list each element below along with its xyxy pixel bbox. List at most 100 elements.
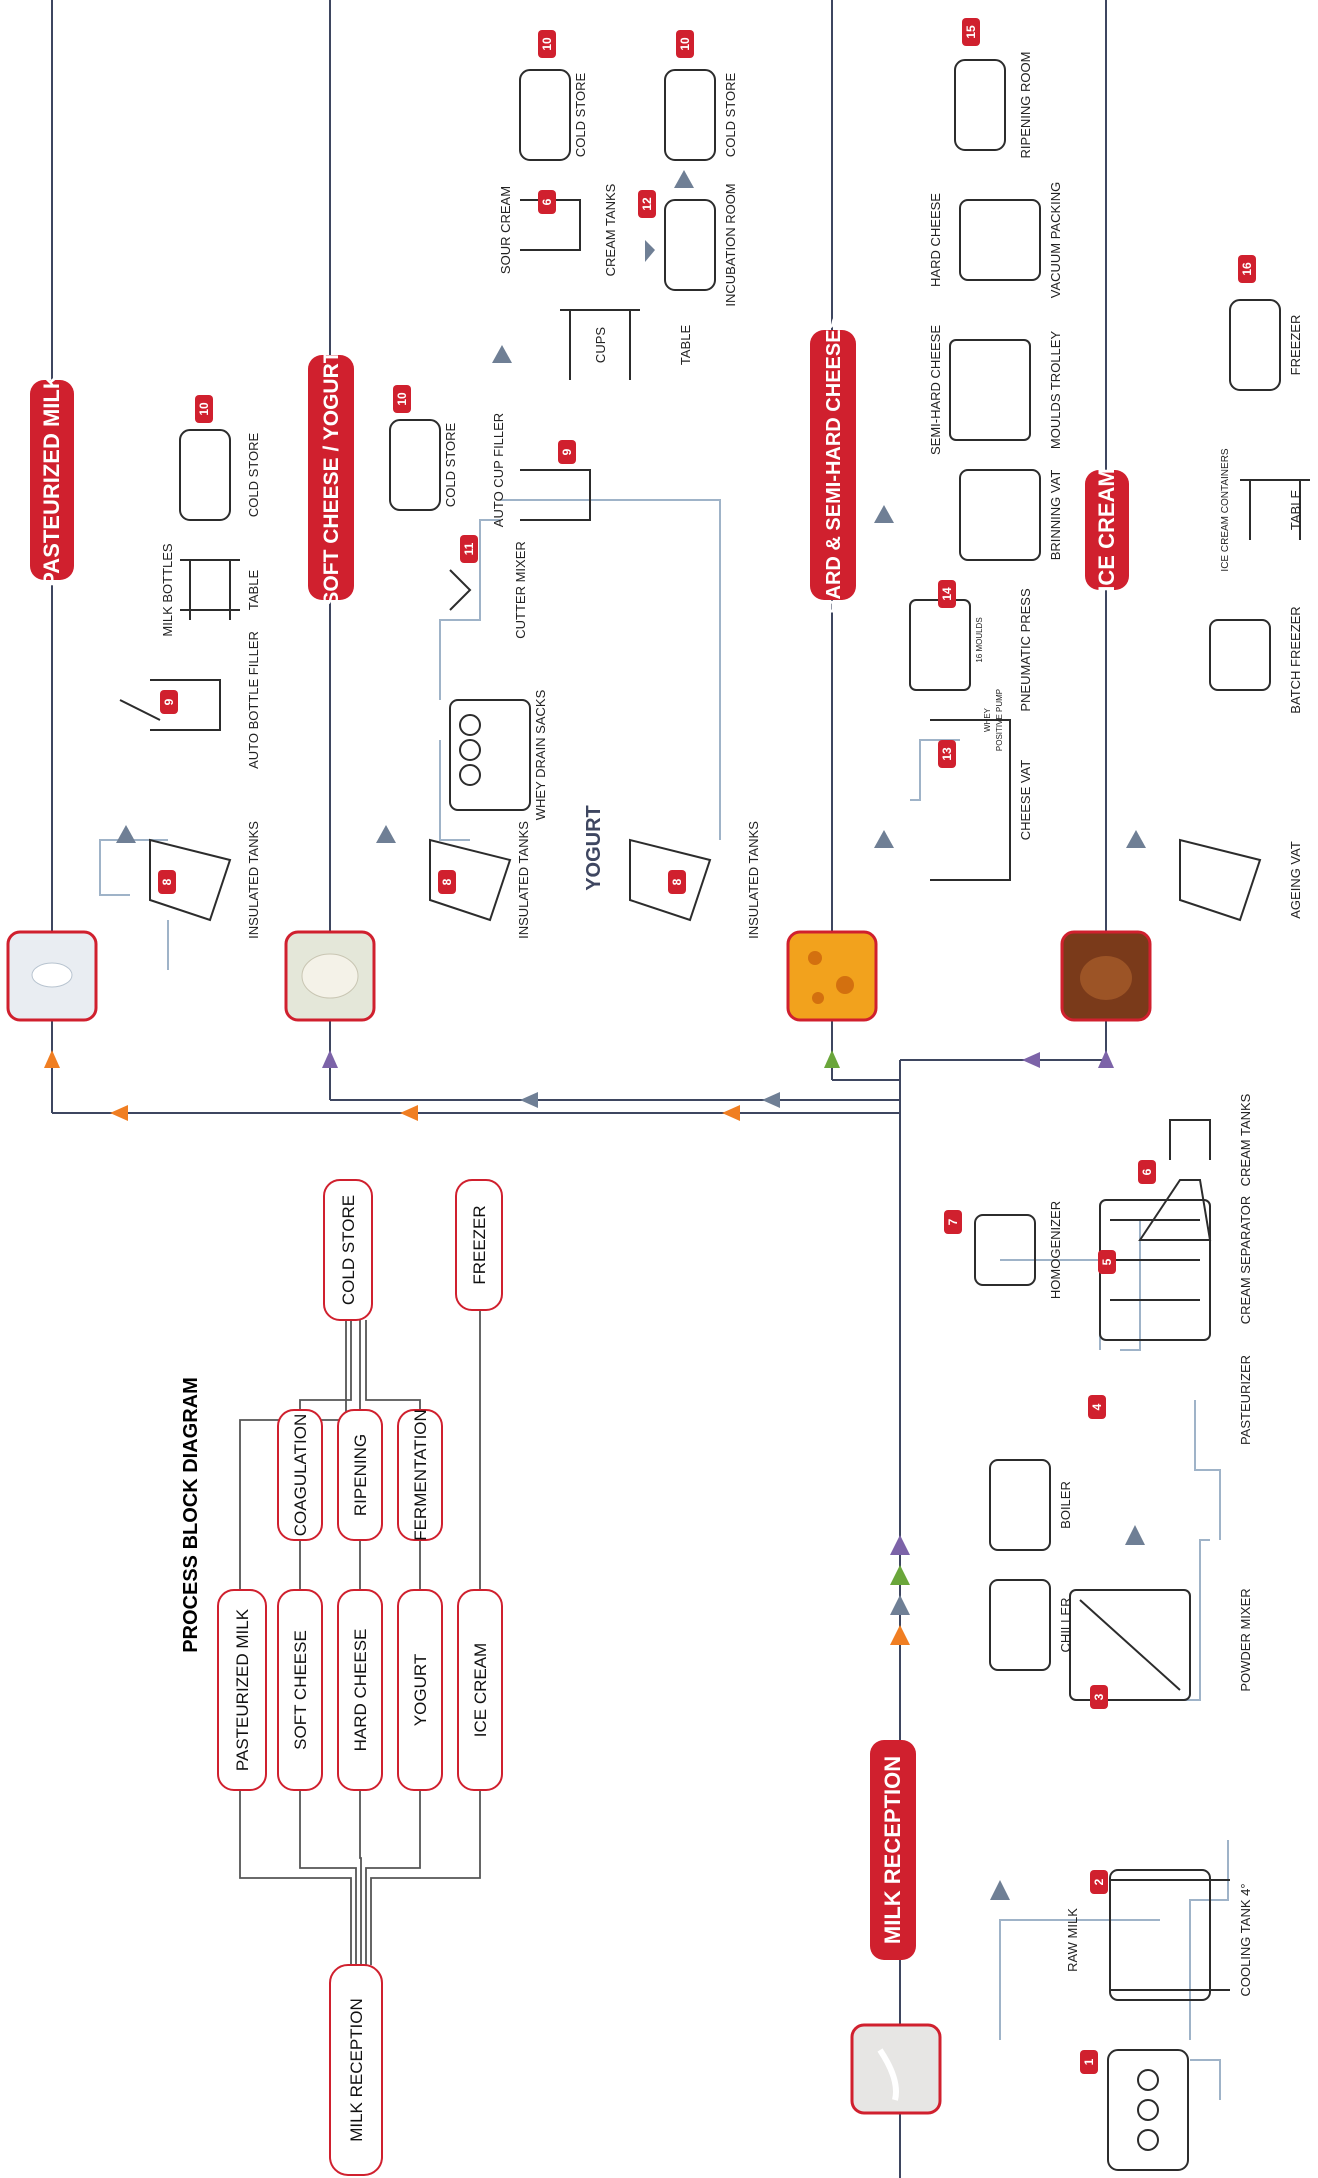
block-soft-cheese	[277, 1589, 323, 1791]
soft-cheese-icon	[301, 953, 359, 999]
banner-pasteurized-milk	[30, 380, 74, 580]
milk-reception-photo	[850, 2023, 942, 2115]
svg-text:13: 13	[940, 747, 954, 761]
badge-6: 6	[538, 190, 556, 214]
section-banners: PASTEURIZED MILK SOFT CHEESE / YOGURT HA…	[30, 316, 1129, 1960]
arrow-green	[890, 1565, 910, 1585]
cheese-hole-icon	[836, 976, 854, 994]
label-milk-bottles: MILK BOTTLES	[160, 543, 175, 637]
svg-text:10: 10	[678, 37, 692, 51]
svg-text:9: 9	[162, 698, 176, 705]
badge-10: 10	[393, 385, 411, 413]
badge-11: 11	[460, 535, 478, 563]
number-badges: 1 2 3 4 5 6 7 8 9 10 8 11 10 9 6 12 10 1…	[158, 18, 1256, 2074]
arrow-orange	[400, 1105, 418, 1121]
flow-arrows	[44, 170, 1146, 1900]
moulds-trolley	[949, 339, 1031, 441]
arrow-slate	[645, 240, 655, 262]
batch-freezer	[1209, 619, 1271, 691]
arrow-orange	[890, 1625, 910, 1645]
cups-table	[560, 309, 640, 380]
arrow-slate	[762, 1092, 780, 1108]
svg-text:6: 6	[1140, 1168, 1154, 1175]
insulated-tank	[629, 838, 712, 922]
banner-ice-cream	[1085, 470, 1129, 590]
cold-store-box	[179, 429, 231, 521]
label-positive-pump: POSITIVE PUMP	[995, 689, 1004, 751]
arrow-purple	[1022, 1052, 1040, 1068]
arrow-slate	[874, 505, 894, 523]
svg-text:10: 10	[540, 37, 554, 51]
homogenizer	[974, 1214, 1036, 1286]
svg-text:10: 10	[197, 402, 211, 416]
powder-mixer	[1069, 1589, 1191, 1701]
label-homogenizer: HOMOGENIZER	[1048, 1201, 1063, 1299]
block-ice-cream	[457, 1589, 503, 1791]
badge-15: 15	[962, 18, 980, 46]
block-cold-store	[323, 1179, 373, 1321]
label-vacuum-packing: VACUUM PACKING	[1048, 182, 1063, 299]
cheese-hole-icon	[812, 992, 824, 1004]
arrow-purple	[322, 1050, 338, 1068]
block-coagulation	[277, 1409, 323, 1541]
block-coagulation-label: COAGULATION	[291, 1414, 310, 1536]
badge-6: 6	[1138, 1160, 1156, 1184]
label-raw-milk: RAW MILK	[1065, 1908, 1080, 1972]
pump-wheel-icon	[1137, 2129, 1159, 2151]
arrow-slate	[674, 170, 694, 188]
block-ripening-label: RIPENING	[351, 1434, 370, 1516]
label-cooling-tank: COOLING TANK 4°	[1238, 1883, 1253, 1996]
arrow-slate	[520, 1092, 538, 1108]
freezer-box	[1229, 299, 1281, 391]
arrow-slate	[376, 825, 396, 843]
badge-10: 10	[538, 30, 556, 58]
label-cold-store: COLD STORE	[573, 73, 588, 158]
svg-text:8: 8	[670, 878, 684, 885]
arrow-orange	[722, 1105, 740, 1121]
pneumatic-press	[909, 599, 971, 691]
arrow-slate	[116, 825, 136, 843]
arrow-slate	[890, 1595, 910, 1615]
arrow-slate	[1125, 1525, 1145, 1545]
svg-text:12: 12	[640, 197, 654, 211]
pump-wheel-icon	[1137, 2099, 1159, 2121]
badge-4: 4	[1088, 1395, 1106, 1419]
svg-text:4: 4	[1090, 1403, 1104, 1410]
label-pneumatic-press: PNEUMATIC PRESS	[1018, 588, 1033, 712]
auto-cup-filler	[520, 469, 591, 521]
block-soft-cheese-label: SOFT CHEESE	[291, 1630, 310, 1750]
label-cream-tanks: CREAM TANKS	[1238, 1093, 1253, 1186]
badge-12: 12	[638, 190, 656, 218]
block-freezer-label: FREEZER	[470, 1205, 489, 1284]
badge-14: 14	[938, 580, 956, 608]
label-hard-cheese: HARD CHEESE	[928, 193, 943, 287]
pump-wheel-icon	[1137, 2069, 1159, 2091]
label-cold-store: COLD STORE	[443, 423, 458, 508]
label-auto-bottle-filler: AUTO BOTTLE FILLER	[246, 631, 261, 769]
block-hard-cheese	[337, 1589, 383, 1791]
badge-8: 8	[438, 870, 456, 894]
badge-8: 8	[158, 870, 176, 894]
block-milk-reception	[329, 1964, 383, 2176]
svg-text:11: 11	[462, 542, 476, 555]
block-yogurt-label: YOGURT	[411, 1654, 430, 1726]
arrow-orange	[110, 1105, 128, 1121]
label-moulds-trolley: MOULDS TROLLEY	[1048, 331, 1063, 450]
svg-text:9: 9	[560, 448, 574, 455]
raw-milk-pump	[1107, 2049, 1189, 2171]
block-diagram: PROCESS BLOCK DIAGRAM	[180, 1179, 503, 2176]
banner-hard-semi-hard	[810, 330, 856, 600]
ice-cream-scoop-icon	[1080, 956, 1132, 1000]
badge-10: 10	[195, 395, 213, 423]
containers-table	[1240, 479, 1310, 540]
label-ageing-vat: AGEING VAT	[1288, 841, 1303, 919]
svg-text:7: 7	[946, 1218, 960, 1225]
cheese-hole-icon	[808, 951, 822, 965]
block-fermentation-label: FERMENTATION	[411, 1409, 430, 1541]
svg-text:16: 16	[1240, 262, 1254, 276]
badge-3: 3	[1090, 1685, 1108, 1709]
cutter-mixer	[449, 569, 472, 611]
vacuum-packing	[959, 199, 1041, 281]
block-ice-cream-label: ICE CREAM	[471, 1643, 490, 1737]
